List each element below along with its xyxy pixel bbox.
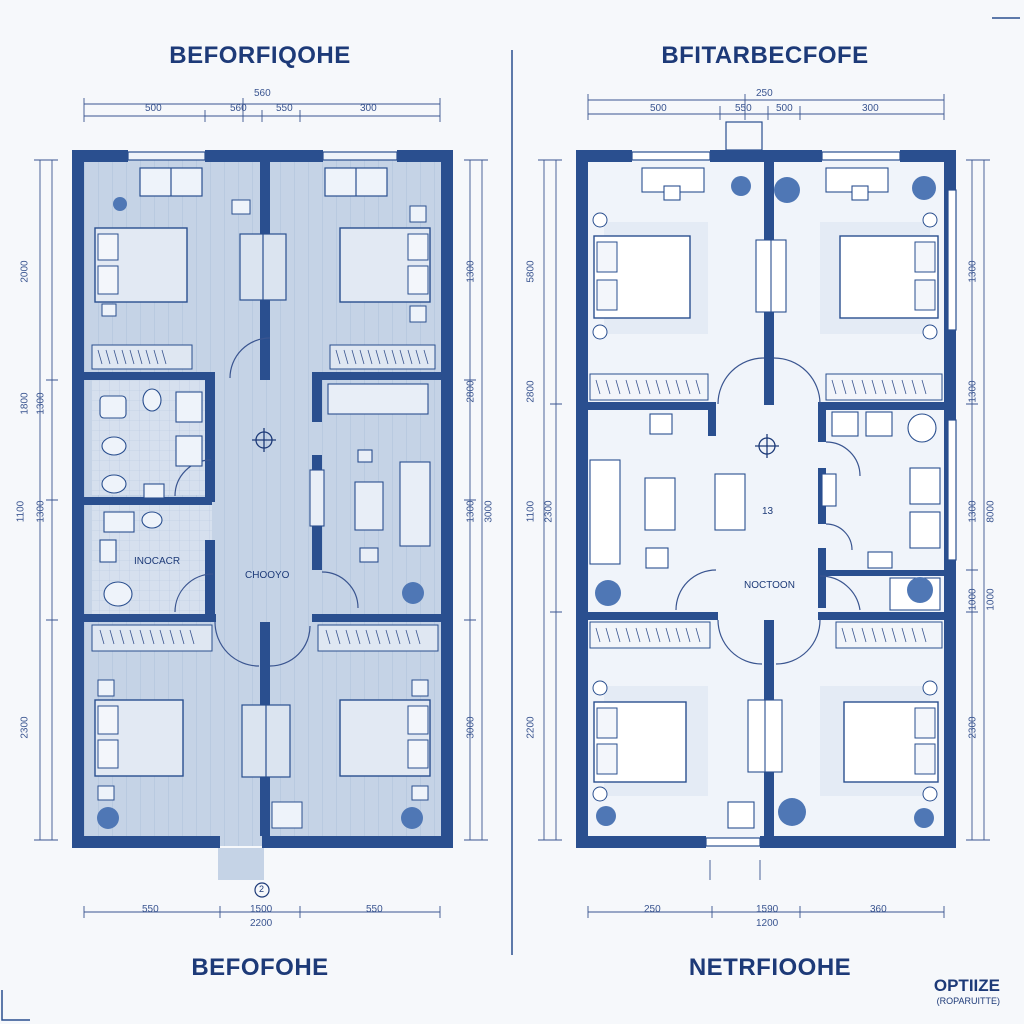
right-right-dim-5: 1000 (967, 588, 979, 611)
right-plan-top-title: BFITARBECFOFE (661, 42, 869, 69)
right-bottom-dim-overall: 1200 (756, 918, 779, 929)
right-right-dim-2: 1300 (967, 380, 979, 403)
right-right-dim-6: 1000 (985, 588, 997, 611)
right-top-dim-d: 300 (862, 103, 879, 114)
left-dimension-lines (34, 98, 488, 918)
left-right-dim-5: 3000 (465, 716, 477, 739)
right-side-dim-3: 1100 (525, 500, 537, 523)
right-dimension-lines (538, 94, 990, 918)
left-top-dim-a: 500 (145, 103, 162, 114)
right-top-dim-a: 500 (650, 103, 667, 114)
left-top-dim-b: 560 (230, 103, 247, 114)
left-top-dim-overall: 560 (254, 88, 271, 99)
right-right-dim-1: 1300 (967, 260, 979, 283)
right-right-dim-7: 2300 (967, 716, 979, 739)
left-right-dim-3: 1300 (465, 500, 477, 523)
right-plan (576, 121, 957, 848)
left-corridor-label: CHOOYO (245, 570, 290, 581)
left-bottom-dim-b: 1500 (250, 904, 273, 915)
right-top-dim-b: 550 (735, 103, 752, 114)
right-living-label: NOCTOON (744, 580, 795, 591)
right-bottom-dim-b: 1590 (756, 904, 779, 915)
left-right-dim-4: 3000 (483, 500, 495, 523)
left-side-dim-1: 2000 (19, 260, 31, 283)
left-plan (72, 150, 453, 898)
left-right-dim-1: 1300 (465, 260, 477, 283)
left-bath-label: INOCACR (134, 556, 181, 567)
left-plan-top-title: BEFORFIQOHE (169, 42, 351, 69)
left-side-dim-inner-1: 1300 (35, 500, 47, 523)
brand-name: OPTIIZE (933, 976, 1000, 995)
right-right-dim-4: 8000 (985, 500, 997, 523)
right-top-dim-overall: 250 (756, 88, 773, 99)
right-room-number: 13 (762, 506, 774, 517)
right-side-dim-1: 5800 (525, 260, 537, 283)
left-side-dim-4: 2300 (19, 716, 31, 739)
right-side-dim-4: 2300 (543, 500, 555, 523)
brand-subtitle: (ROPARUITTE) (936, 996, 1000, 1006)
right-bottom-dim-c: 360 (870, 904, 887, 915)
left-side-dim-3: 1100 (15, 500, 27, 523)
right-bottom-dim-a: 250 (644, 904, 661, 915)
left-bottom-dim-a: 550 (142, 904, 159, 915)
left-bottom-dim-c: 550 (366, 904, 383, 915)
left-top-dim-c: 550 (276, 103, 293, 114)
right-top-dim-c: 500 (776, 103, 793, 114)
left-right-dim-2: 2800 (465, 380, 477, 403)
left-bottom-dim-overall: 2200 (250, 918, 273, 929)
right-side-dim-2: 2800 (525, 380, 537, 403)
left-side-dim-inner-2: 1300 (35, 392, 47, 415)
left-entry-mark: 2 (259, 884, 265, 894)
left-top-dim-d: 300 (360, 103, 377, 114)
corner-marks (1, 17, 1020, 1021)
right-side-dim-5: 2200 (525, 716, 537, 739)
left-plan-bottom-title: BEFOFOHE (191, 954, 329, 981)
left-side-dim-2: 1800 (19, 392, 31, 415)
right-plan-bottom-title: NETRFIOOHE (688, 954, 852, 981)
right-right-dim-3: 1300 (967, 500, 979, 523)
